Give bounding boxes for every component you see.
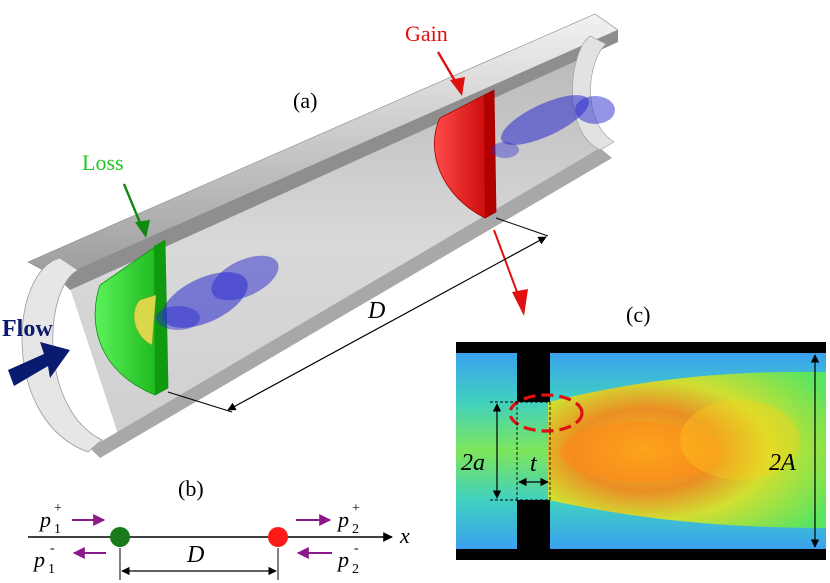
gain-node — [268, 527, 288, 547]
distance-label-b: D — [186, 542, 204, 568]
orifice-plate-bottom — [517, 500, 550, 560]
x-axis-label: x — [399, 523, 410, 548]
svg-text:+: + — [352, 501, 360, 516]
thickness-label: t — [530, 451, 538, 477]
zoom-arrow — [493, 229, 521, 301]
svg-text:1: 1 — [48, 562, 55, 577]
svg-text:+: + — [54, 501, 62, 516]
particle-cloud-gain — [491, 95, 615, 158]
shear-layer-highlight — [508, 393, 584, 433]
flow-arrow — [8, 342, 70, 386]
gain-label: Gain — [405, 21, 448, 46]
distance-extension-loss — [167, 391, 233, 413]
flow-label: Flow — [2, 316, 53, 342]
p2-minus-label: p 2 - — [336, 541, 359, 577]
panel-c-tag: (c) — [626, 302, 650, 327]
pipe-far-end — [572, 35, 615, 151]
svg-text:-: - — [354, 541, 359, 556]
loss-pointer-head — [135, 220, 150, 238]
svg-text:p: p — [336, 547, 349, 572]
p2-plus-label: p 2 + — [336, 501, 360, 537]
pipe-label: 2A — [769, 450, 796, 476]
gain-orifice — [433, 89, 497, 219]
svg-text:2: 2 — [352, 522, 359, 537]
orifice-label: 2a — [461, 450, 485, 476]
panel-a-tag: (a) — [293, 88, 317, 113]
svg-text:p: p — [336, 507, 349, 532]
distance-extension-gain — [495, 217, 549, 237]
svg-text:2: 2 — [352, 562, 359, 577]
loss-label: Loss — [82, 150, 124, 175]
gain-pointer-head — [450, 77, 465, 96]
cfd-slice — [456, 342, 826, 560]
loss-orifice-mesh — [133, 294, 157, 346]
p1-plus-label: p 1 + — [38, 501, 62, 537]
p1-minus-label: p 1 - — [32, 541, 55, 577]
svg-text:-: - — [50, 541, 55, 556]
distance-dimension-line — [227, 236, 547, 411]
svg-text:p: p — [38, 507, 51, 532]
zoom-arrow-head — [512, 289, 528, 316]
cfd-top-wall — [456, 342, 826, 353]
pipe-top-wall-underside — [58, 30, 618, 290]
svg-text:p: p — [32, 547, 45, 572]
distance-label-a: D — [367, 298, 385, 324]
loss-orifice — [94, 239, 169, 396]
panel-b-tag: (b) — [178, 476, 204, 501]
pipe-front-ring — [21, 257, 103, 453]
cfd-bottom-wall — [456, 549, 826, 560]
orifice-plate-top — [517, 342, 550, 402]
svg-text:1: 1 — [54, 522, 61, 537]
loss-node — [110, 527, 130, 547]
